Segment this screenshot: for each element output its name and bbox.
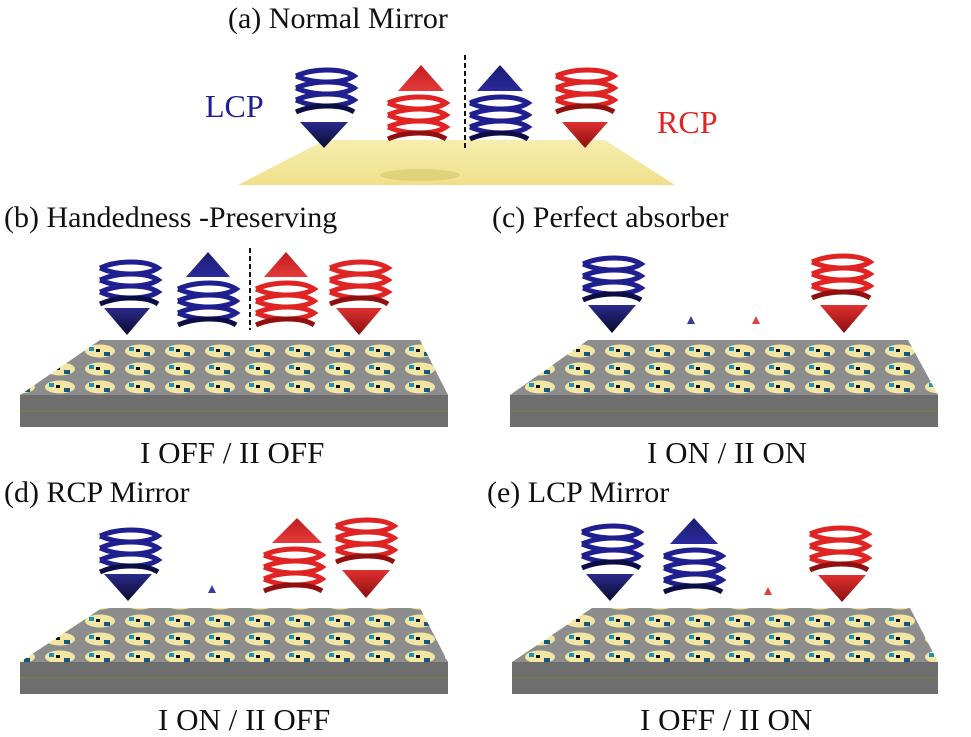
lcp-incident-wave	[100, 262, 158, 304]
faint-arrow-icon	[687, 316, 695, 324]
panel-c	[510, 256, 938, 427]
lcp-reflected-wave	[178, 283, 236, 325]
faint-arrow-icon	[764, 587, 772, 595]
rcp-reflected-wave	[256, 283, 314, 325]
rcp-incident-wave	[330, 262, 388, 304]
down-arrow-icon	[104, 308, 150, 335]
lcp-incident-wave	[296, 70, 354, 112]
down-arrow-icon	[818, 575, 866, 602]
panel-b-state: I OFF / II OFF	[140, 435, 325, 470]
panel-c-title: (c) Perfect absorber	[492, 201, 729, 234]
mirror-shadow	[380, 169, 460, 181]
lcp-reflected-wave	[664, 550, 722, 592]
panel-d	[20, 518, 448, 694]
down-arrow-icon	[820, 305, 868, 333]
panel-e-title: (e) LCP Mirror	[487, 476, 670, 509]
panel-d-state: I ON / II OFF	[158, 702, 331, 737]
lcp-incident-wave	[582, 526, 640, 568]
metasurface-top	[20, 608, 448, 662]
up-arrow-icon	[477, 65, 523, 91]
lcp-reflected-wave	[470, 97, 528, 139]
rcp-reflected-wave	[388, 97, 446, 139]
metasurface-top	[20, 340, 448, 395]
rcp-reflected-wave	[264, 549, 322, 591]
lcp-label: LCP	[205, 88, 264, 124]
down-arrow-icon	[562, 122, 608, 148]
metasurface-top	[510, 340, 938, 395]
rcp-incident-wave	[812, 256, 870, 298]
up-arrow-icon	[398, 65, 444, 91]
up-arrow-icon	[264, 252, 308, 277]
faint-arrow-icon	[208, 585, 216, 593]
panel-a	[238, 55, 675, 185]
down-arrow-icon	[336, 308, 382, 335]
rcp-label: RCP	[657, 104, 718, 140]
up-arrow-icon	[272, 518, 322, 543]
panel-d-title: (d) RCP Mirror	[4, 476, 190, 509]
rcp-incident-wave	[336, 520, 394, 562]
lcp-incident-wave	[100, 530, 158, 572]
down-arrow-icon	[104, 574, 152, 601]
panel-b	[20, 248, 448, 427]
down-arrow-icon	[300, 122, 348, 148]
panel-e-state: I OFF / II ON	[640, 702, 813, 737]
metasurface-top	[512, 608, 938, 662]
panel-e	[512, 518, 938, 694]
down-arrow-icon	[342, 570, 390, 598]
panel-b-title: (b) Handedness -Preserving	[4, 201, 338, 234]
up-arrow-icon	[670, 518, 718, 544]
lcp-incident-wave	[583, 258, 641, 300]
rcp-incident-wave	[810, 528, 868, 570]
normal-mirror-plate	[238, 140, 675, 185]
down-arrow-icon	[586, 574, 634, 601]
panel-a-title: (a) Normal Mirror	[228, 2, 448, 35]
faint-arrow-icon	[752, 316, 760, 324]
down-arrow-icon	[588, 305, 636, 333]
up-arrow-icon	[186, 252, 230, 277]
rcp-incident-wave	[556, 70, 614, 112]
panel-c-state: I ON / II ON	[647, 435, 808, 470]
